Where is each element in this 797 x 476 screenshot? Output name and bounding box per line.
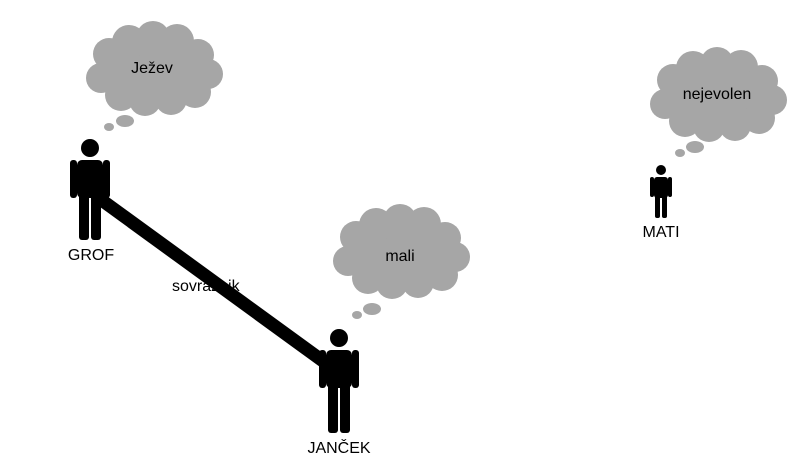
thought-dot-large — [686, 141, 704, 153]
character-jancek: mali JANČEK — [307, 204, 470, 457]
thought-bubble-grof — [86, 21, 223, 131]
character-name-mati: MATI — [642, 224, 679, 241]
thought-bubble-jancek — [333, 204, 470, 319]
character-grof: Ježev GROF — [68, 21, 223, 264]
person-icon-grof — [70, 139, 110, 240]
thought-text-grof: Ježev — [131, 60, 173, 77]
person-icon-jancek — [319, 329, 359, 433]
thought-text-mati: nejevolen — [683, 86, 752, 103]
thought-dot-large — [363, 303, 381, 315]
thought-dot-large — [116, 115, 134, 127]
character-name-grof: GROF — [68, 247, 114, 264]
relation-edge-grof-jancek: sovražnik — [92, 190, 342, 378]
relation-label: sovražnik — [172, 278, 241, 295]
relation-line — [92, 190, 342, 378]
character-mati: nejevolen MATI — [642, 47, 787, 241]
thought-dot-small — [352, 311, 362, 319]
thought-dot-small — [675, 149, 685, 157]
thought-dot-small — [104, 123, 114, 131]
character-name-jancek: JANČEK — [307, 438, 370, 457]
thought-text-jancek: mali — [385, 248, 414, 265]
person-icon-mati — [650, 165, 672, 218]
thought-bubble-mati — [650, 47, 787, 157]
